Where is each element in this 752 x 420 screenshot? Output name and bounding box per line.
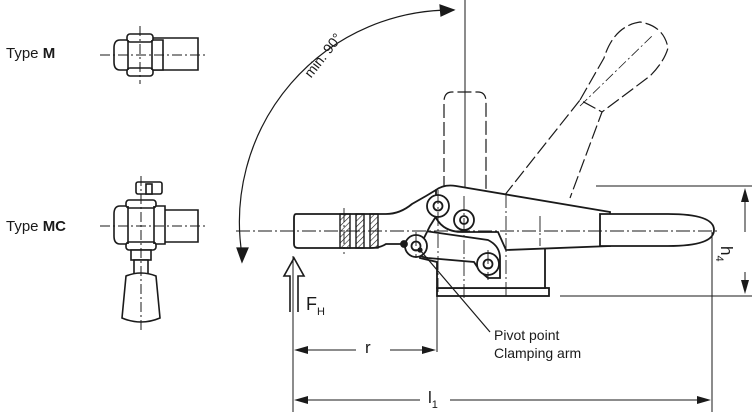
type-mc-detail — [100, 176, 205, 330]
dimension-arrowheads — [294, 188, 749, 404]
dimension-lines — [292, 185, 752, 412]
handle-open-position — [443, 21, 669, 199]
pivot-note-line2: Clamping arm — [494, 345, 582, 361]
center-lines — [236, 190, 720, 300]
pivot-leader — [417, 247, 491, 333]
type-mc-label: Type MC — [6, 218, 67, 235]
pivot-note-line1: Pivot point — [494, 327, 560, 343]
pivot-note: Pivot point Clamping arm — [494, 326, 581, 362]
type-m-detail — [100, 26, 205, 84]
force-arrow — [282, 256, 306, 312]
type-m-label: Type M — [6, 45, 56, 62]
dim-l1-label: l1 — [428, 388, 438, 411]
force-label: FH — [306, 294, 325, 318]
dim-h4-label: h4 — [713, 246, 736, 262]
dim-r-label: r — [365, 338, 371, 357]
